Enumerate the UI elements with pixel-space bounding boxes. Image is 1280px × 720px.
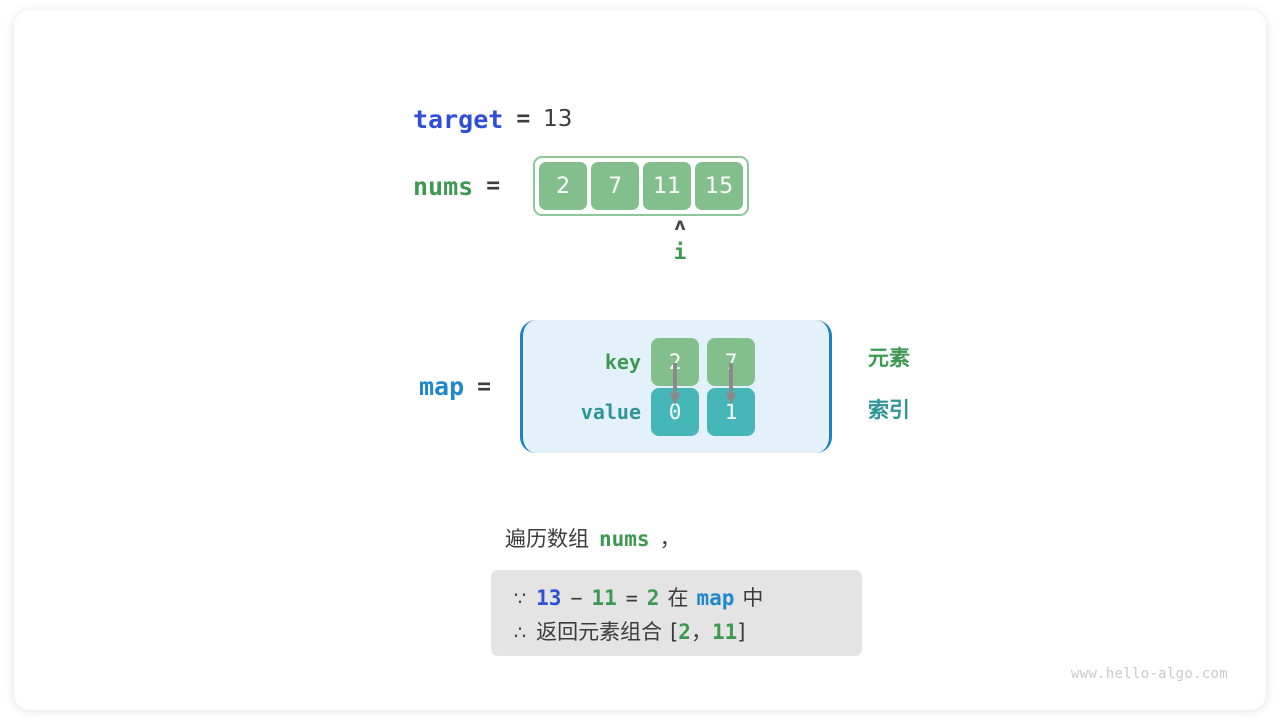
- minus-operator: −: [570, 586, 583, 610]
- formula-result-value: 2: [646, 586, 660, 610]
- bracket-open: [: [670, 620, 679, 644]
- formula-tail-text: 中: [742, 586, 764, 610]
- nums-variable-label: nums: [413, 171, 474, 201]
- therefore-symbol: ∴: [514, 622, 527, 644]
- map-entry: 7 1: [707, 337, 756, 436]
- explanation-intro: 遍历数组 nums ，: [505, 523, 681, 553]
- caret-up-icon: ʌ: [674, 215, 686, 235]
- map-entry-columns: 2 0 7 1: [651, 337, 756, 436]
- watermark: www.hello-algo.com: [1070, 666, 1228, 682]
- equals-operator: =: [625, 586, 638, 610]
- formula-target-value: 13: [536, 586, 562, 610]
- map-value-cell: 0: [651, 387, 700, 436]
- array-cell: 11: [642, 161, 693, 211]
- map-assignment: map = key value 2 0: [419, 320, 833, 453]
- map-entry: 2 0: [651, 337, 700, 436]
- nums-equals-sign: =: [486, 173, 501, 199]
- map-value-label: value: [580, 399, 642, 424]
- formula-map-ref: map: [696, 586, 735, 610]
- map-container: key value 2 0 7 1: [520, 320, 833, 453]
- diagram-card: target = 13 nums = 2 7 11 15 ʌ i map = k…: [14, 10, 1266, 710]
- map-equals-sign: =: [477, 373, 492, 400]
- map-key-cell: 2: [651, 337, 700, 386]
- map-key-cell: 7: [707, 337, 756, 386]
- conclusion-line-because: ∵ 13 − 11 = 2 在 map 中: [491, 582, 862, 616]
- map-key-label: key: [604, 349, 642, 374]
- pointer-label-i: i: [673, 240, 687, 264]
- array-cell: 15: [694, 161, 745, 211]
- array-cell: 2: [538, 161, 589, 211]
- conclusion-value-b: 11: [711, 620, 738, 644]
- conclusion-value-a: 2: [678, 620, 691, 644]
- target-variable-label: target: [413, 104, 504, 134]
- side-label-index: 索引: [868, 398, 910, 422]
- conclusion-comma: ，: [690, 620, 712, 644]
- explanation-intro-code: nums: [599, 527, 650, 551]
- index-pointer: ʌ i: [655, 216, 705, 263]
- explanation-intro-prefix: 遍历数组: [505, 527, 589, 551]
- target-assignment: target = 13: [413, 101, 572, 137]
- conclusion-line-therefore: ∴ 返回元素组合 [ 2 ， 11 ]: [491, 616, 862, 650]
- side-label-element: 元素: [868, 346, 910, 370]
- bracket-close: ]: [737, 620, 746, 644]
- because-symbol: ∵: [514, 588, 527, 610]
- conclusion-text: 返回元素组合: [536, 620, 663, 644]
- formula-current-value: 11: [591, 586, 617, 610]
- target-value: 13: [543, 106, 573, 132]
- explanation-intro-suffix: ，: [659, 527, 681, 551]
- nums-assignment: nums = 2 7 11 15: [413, 156, 750, 216]
- map-side-annotations: 元素 索引: [868, 346, 910, 422]
- nums-array: 2 7 11 15: [533, 156, 750, 216]
- map-variable-label: map: [419, 372, 465, 401]
- array-cell: 7: [590, 161, 641, 211]
- map-row-labels: key value: [523, 351, 651, 423]
- conclusion-box: ∵ 13 − 11 = 2 在 map 中 ∴ 返回元素组合 [ 2 ， 11 …: [491, 570, 862, 656]
- target-equals-sign: =: [516, 106, 531, 132]
- map-value-cell: 1: [707, 387, 756, 436]
- formula-in-text: 在: [667, 586, 689, 610]
